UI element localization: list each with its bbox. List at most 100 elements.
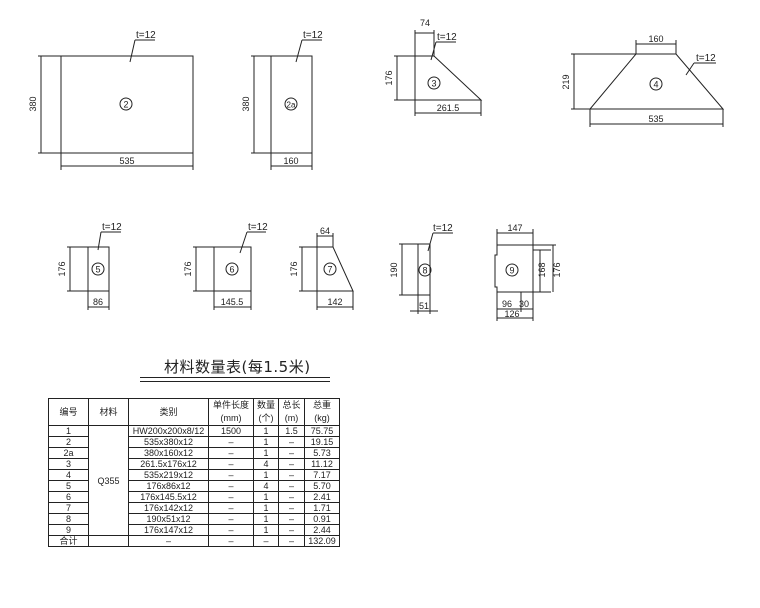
table-cell-weight: 7.17 <box>304 469 340 481</box>
plate-4-id: 4 <box>653 80 658 90</box>
plate-4-top-dim: 160 <box>648 34 663 44</box>
plate-3-height-dim: 176 <box>384 70 394 85</box>
table-header-cell: 总长(m) <box>278 398 305 426</box>
table-total-row: 合计––––132.09 <box>48 535 340 547</box>
plate-4-height-dim: 219 <box>561 74 571 89</box>
table-header-cell: 编号 <box>48 398 89 426</box>
table-cell-spec: 261.5x176x12 <box>128 458 209 470</box>
table-title: 材料数量表(每1.5米) <box>164 358 311 376</box>
plate-4-width-dim: 535 <box>648 114 663 124</box>
table-cell-len: – <box>208 447 254 459</box>
plate-8-thickness: t=12 <box>433 223 453 234</box>
table-cell-len: – <box>208 491 254 503</box>
table-cell-weight: 19.15 <box>304 436 340 448</box>
plate-7-width-dim: 142 <box>327 297 342 307</box>
plate-6: 6 t=12 176 145.5 <box>183 222 268 310</box>
plate-7-id: 7 <box>327 265 332 275</box>
table-cell-len: 1500 <box>208 425 254 437</box>
plate-5-id: 5 <box>95 265 100 275</box>
table-cell-qty: 1 <box>253 447 279 459</box>
table-cell-no: 5 <box>48 480 89 492</box>
table-cell-weight: 5.73 <box>304 447 340 459</box>
table-cell-no: 7 <box>48 502 89 514</box>
table-cell-total: 1.5 <box>278 425 305 437</box>
plate-5-width-dim: 86 <box>93 297 103 307</box>
table-cell-no: 1 <box>48 425 89 437</box>
table-cell-spec: 176x142x12 <box>128 502 209 514</box>
plate-2-height-dim: 380 <box>28 96 38 111</box>
plate-9: 9 147 168 176 96 30 126 <box>494 223 562 321</box>
table-cell-no: 3 <box>48 458 89 470</box>
table-cell-qty: 4 <box>253 480 279 492</box>
table-cell-qty: 4 <box>253 458 279 470</box>
table-cell-weight: 1.71 <box>304 502 340 514</box>
plate-8-width-dim: 51 <box>419 301 429 311</box>
plate-9-w2-dim: 30 <box>519 299 529 309</box>
table-cell-spec: 535x219x12 <box>128 469 209 481</box>
plate-2a-height-dim: 380 <box>241 96 251 111</box>
table-cell-spec: HW200x200x8/12 <box>128 425 209 437</box>
plate-9-id: 9 <box>509 266 514 276</box>
plate-3-id: 3 <box>431 79 436 89</box>
table-cell-total: – <box>278 458 305 470</box>
plate-4: 4 t=12 160 219 535 <box>561 34 725 127</box>
table-cell-total: – <box>278 447 305 459</box>
table-cell-total: – <box>278 469 305 481</box>
table-cell-weight: 132.09 <box>304 535 340 547</box>
plate-9-h2-dim: 176 <box>552 262 562 277</box>
plate-drawings: 2 t=12 380 535 2a t=12 380 160 3 t=12 74… <box>28 18 725 321</box>
table-cell-spec: 380x160x12 <box>128 447 209 459</box>
plate-2a-id: 2a <box>287 101 296 110</box>
plate-2a-thickness: t=12 <box>303 30 323 41</box>
plate-9-top-dim: 147 <box>507 223 522 233</box>
plate-8: 8 t=12 190 51 <box>389 223 453 314</box>
plate-2a: 2a t=12 380 160 <box>241 30 323 170</box>
table-cell-len: – <box>208 535 254 547</box>
table-cell-spec: 176x147x12 <box>128 524 209 536</box>
table-header-cell: 数量(个) <box>253 398 279 426</box>
table-cell-no: 8 <box>48 513 89 525</box>
table-cell-weight: 75.75 <box>304 425 340 437</box>
table-cell-total: – <box>278 513 305 525</box>
table-cell-no: 合计 <box>48 535 89 547</box>
table-cell-len: – <box>208 436 254 448</box>
title-underline <box>140 377 330 378</box>
table-cell-qty: 1 <box>253 469 279 481</box>
title-underline-2 <box>140 381 330 382</box>
table-cell-len: – <box>208 469 254 481</box>
table-cell-weight: 2.44 <box>304 524 340 536</box>
table-cell-spec: 190x51x12 <box>128 513 209 525</box>
plate-2-thickness: t=12 <box>136 30 156 41</box>
table-cell-total: – <box>278 436 305 448</box>
table-cell-weight: 11.12 <box>304 458 340 470</box>
table-cell-len: – <box>208 480 254 492</box>
plate-6-height-dim: 176 <box>183 261 193 276</box>
table-cell-spec: 176x145.5x12 <box>128 491 209 503</box>
plate-8-id: 8 <box>422 266 427 276</box>
table-cell-spec: 176x86x12 <box>128 480 209 492</box>
table-cell-weight: 0.91 <box>304 513 340 525</box>
table-cell-total: – <box>278 491 305 503</box>
table-cell-total: – <box>278 502 305 514</box>
plate-6-id: 6 <box>229 265 234 275</box>
table-cell-qty: 1 <box>253 436 279 448</box>
table-cell-qty: – <box>253 535 279 547</box>
table-cell-len: – <box>208 524 254 536</box>
plate-7-top-dim: 64 <box>320 226 330 236</box>
table-cell-spec: 535x380x12 <box>128 436 209 448</box>
plate-5-thickness: t=12 <box>102 222 122 233</box>
table-cell-len: – <box>208 502 254 514</box>
plate-2a-width-dim: 160 <box>283 156 298 166</box>
table-header-cell: 材料 <box>88 398 129 426</box>
table-cell-total: – <box>278 480 305 492</box>
plate-3: 3 t=12 74 176 261.5 <box>384 18 483 116</box>
table-header-cell: 单件长度(mm) <box>208 398 254 426</box>
table-cell-qty: 1 <box>253 502 279 514</box>
